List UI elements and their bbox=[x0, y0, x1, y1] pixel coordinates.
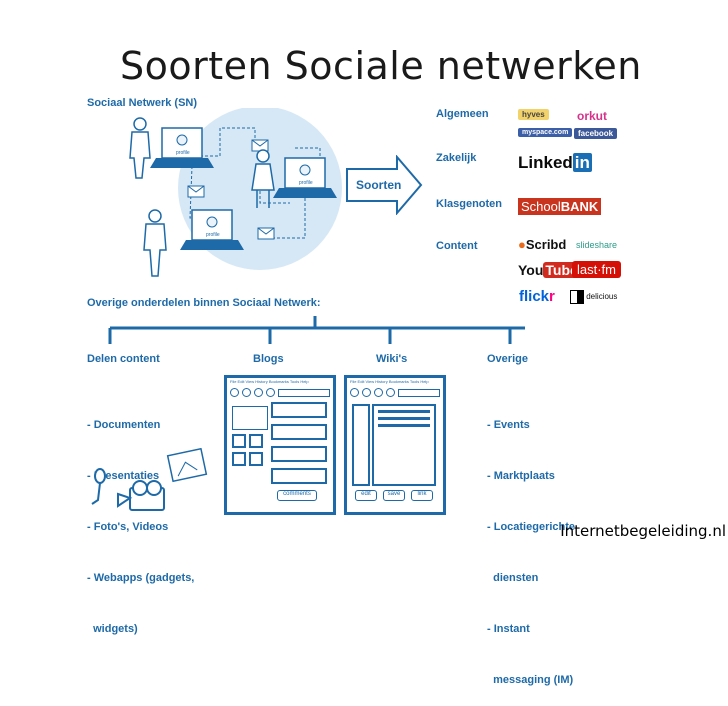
section-blogs-heading: Blogs bbox=[253, 353, 284, 365]
forward-icon bbox=[362, 388, 371, 397]
reload-icon bbox=[254, 388, 263, 397]
blog-sidebar-box bbox=[232, 406, 268, 430]
hyves-logo: hyves bbox=[518, 109, 549, 120]
blog-thumb bbox=[232, 452, 246, 466]
blog-thumb bbox=[232, 434, 246, 448]
overige-list: - Events - Marktplaats - Locatiegerichte… bbox=[487, 382, 575, 706]
facebook-logo: facebook bbox=[574, 128, 618, 139]
list-item: - Presentaties bbox=[87, 470, 160, 482]
section-overige-heading: Overige bbox=[487, 353, 528, 365]
edit-button: edit bbox=[355, 490, 377, 501]
video-camera-icon bbox=[117, 480, 165, 511]
laptop-icon bbox=[150, 127, 214, 168]
back-icon bbox=[350, 388, 359, 397]
category-content: Content bbox=[436, 240, 478, 252]
soorten-arrow bbox=[346, 155, 423, 215]
page-title: Soorten Sociale netwerken bbox=[120, 44, 642, 88]
microphone-icon bbox=[91, 468, 106, 505]
profile-label: profile bbox=[299, 180, 313, 186]
list-item: - Instant bbox=[487, 623, 530, 635]
category-zakelijk: Zakelijk bbox=[436, 152, 477, 164]
wiki-browser-mock: File Edit View History Bookmarks Tools H… bbox=[344, 375, 446, 515]
scribd-logo: ●Scribd bbox=[518, 237, 567, 252]
list-item: - Locatiegerichte bbox=[487, 521, 576, 533]
soorten-label: Soorten bbox=[356, 178, 402, 192]
comments-button: comments bbox=[277, 490, 317, 501]
home-icon bbox=[266, 388, 275, 397]
save-button: save bbox=[383, 490, 405, 501]
list-item: messaging (IM) bbox=[487, 674, 574, 686]
blog-post bbox=[271, 446, 327, 462]
list-item: - Documenten bbox=[87, 419, 161, 431]
back-icon bbox=[230, 388, 239, 397]
person-icon bbox=[251, 149, 275, 208]
list-item: widgets) bbox=[87, 623, 138, 635]
sn-label: Sociaal Netwerk (SN) bbox=[87, 97, 198, 109]
wiki-article bbox=[372, 404, 436, 486]
category-klasgenoten: Klasgenoten bbox=[436, 198, 503, 210]
address-bar bbox=[398, 388, 440, 397]
blog-post bbox=[271, 402, 327, 418]
blog-menu-bar: File Edit View History Bookmarks Tools H… bbox=[230, 379, 309, 384]
blog-toolbar bbox=[230, 388, 330, 397]
category-algemeen: Algemeen bbox=[436, 108, 489, 120]
envelope-icon bbox=[187, 185, 205, 198]
schoolbank-logo: SchoolBANK bbox=[518, 198, 602, 215]
list-item: diensten bbox=[487, 572, 539, 584]
person-icon bbox=[143, 209, 167, 277]
sn-diagram: profile profile profile bbox=[129, 108, 342, 277]
link-button: link bbox=[411, 490, 433, 501]
envelope-icon bbox=[257, 227, 275, 240]
forward-icon bbox=[242, 388, 251, 397]
myspace-logo: myspace.com bbox=[518, 128, 573, 137]
list-item: - Webapps (gadgets, bbox=[87, 572, 195, 584]
list-item: - Marktplaats bbox=[487, 470, 555, 482]
envelope-icon bbox=[251, 139, 269, 152]
section-wikis-heading: Wiki's bbox=[376, 353, 408, 365]
tree-connector bbox=[108, 316, 525, 344]
flickr-logo: flickr bbox=[519, 288, 555, 305]
blog-post bbox=[271, 424, 327, 440]
wiki-menu-bar: File Edit View History Bookmarks Tools H… bbox=[350, 379, 429, 384]
wiki-toolbar bbox=[350, 388, 440, 397]
reload-icon bbox=[374, 388, 383, 397]
blog-browser-mock: File Edit View History Bookmarks Tools H… bbox=[224, 375, 336, 515]
blog-thumb bbox=[249, 452, 263, 466]
laptop-icon bbox=[273, 157, 337, 198]
photo-icon bbox=[166, 448, 208, 483]
profile-label: profile bbox=[176, 150, 190, 156]
blog-post bbox=[271, 468, 327, 484]
list-item: - Events bbox=[487, 419, 530, 431]
footer-source: Internetbegeleiding.nl bbox=[560, 522, 726, 540]
wiki-sidebar bbox=[352, 404, 370, 486]
delicious-logo: delicious bbox=[570, 290, 617, 304]
lastfm-logo: last·fm bbox=[572, 261, 621, 278]
overige-heading: Overige onderdelen binnen Sociaal Netwer… bbox=[87, 297, 321, 309]
person-icon bbox=[129, 117, 151, 179]
home-icon bbox=[386, 388, 395, 397]
blog-thumb bbox=[249, 434, 263, 448]
address-bar bbox=[278, 388, 330, 397]
list-item: - Foto's, Videos bbox=[87, 521, 169, 533]
slideshare-logo: slideshare bbox=[576, 240, 618, 250]
orkut-logo: orkut bbox=[577, 109, 607, 123]
section-delen-heading: Delen content bbox=[87, 353, 160, 365]
laptop-icon bbox=[180, 209, 244, 250]
profile-label: profile bbox=[206, 232, 220, 238]
media-illustration bbox=[91, 448, 208, 511]
